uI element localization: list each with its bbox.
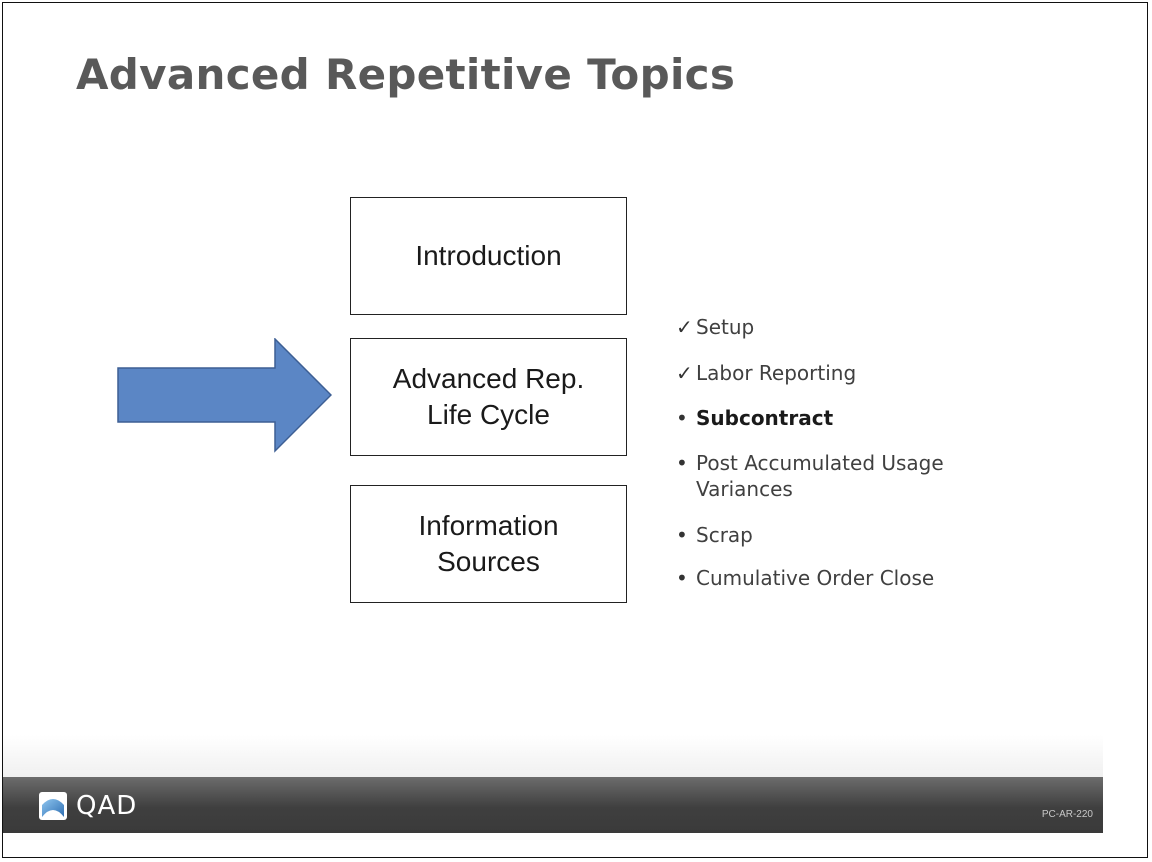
topic-item-subcontract: • Subcontract [676, 405, 944, 450]
right-arrow-icon [117, 338, 332, 453]
check-icon: ✓ [676, 361, 693, 385]
bullet-icon: • [676, 451, 688, 475]
bullet-icon: • [676, 523, 688, 547]
topic-label: Post Accumulated Usage Variances [696, 451, 944, 501]
topic-label: Cumulative Order Close [696, 566, 935, 590]
topic-item-labor-reporting: ✓ Labor Reporting [676, 360, 944, 405]
topic-label: Setup [696, 315, 755, 339]
topic-item-setup: ✓ Setup [676, 314, 944, 360]
life-cycle-box: Advanced Rep. Life Cycle [350, 338, 627, 456]
topic-label: Labor Reporting [696, 361, 857, 385]
topic-label: Subcontract [696, 406, 834, 430]
bullet-icon: • [676, 566, 688, 590]
topic-item-cumulative-order-close: • Cumulative Order Close [676, 565, 944, 595]
qad-logo-icon [39, 792, 67, 820]
information-sources-box: Information Sources [350, 485, 627, 603]
topic-item-scrap: • Scrap [676, 522, 944, 565]
bullet-icon: • [676, 406, 688, 430]
qad-logo: QAD [38, 791, 137, 821]
slide-code: PC-AR-220 [1041, 809, 1093, 820]
topic-item-post-accumulated-usage-variances: • Post Accumulated Usage Variances [676, 450, 944, 522]
topic-list: ✓ Setup ✓ Labor Reporting • Subcontract … [676, 314, 944, 595]
footer-bar: QAD PC-AR-220 [3, 777, 1103, 833]
check-icon: ✓ [676, 315, 693, 339]
logo-text: QAD [76, 791, 138, 821]
slide-title: Advanced Repetitive Topics [76, 50, 736, 99]
topic-label: Scrap [696, 523, 753, 547]
introduction-box: Introduction [350, 197, 627, 315]
footer-fade [3, 735, 1103, 777]
